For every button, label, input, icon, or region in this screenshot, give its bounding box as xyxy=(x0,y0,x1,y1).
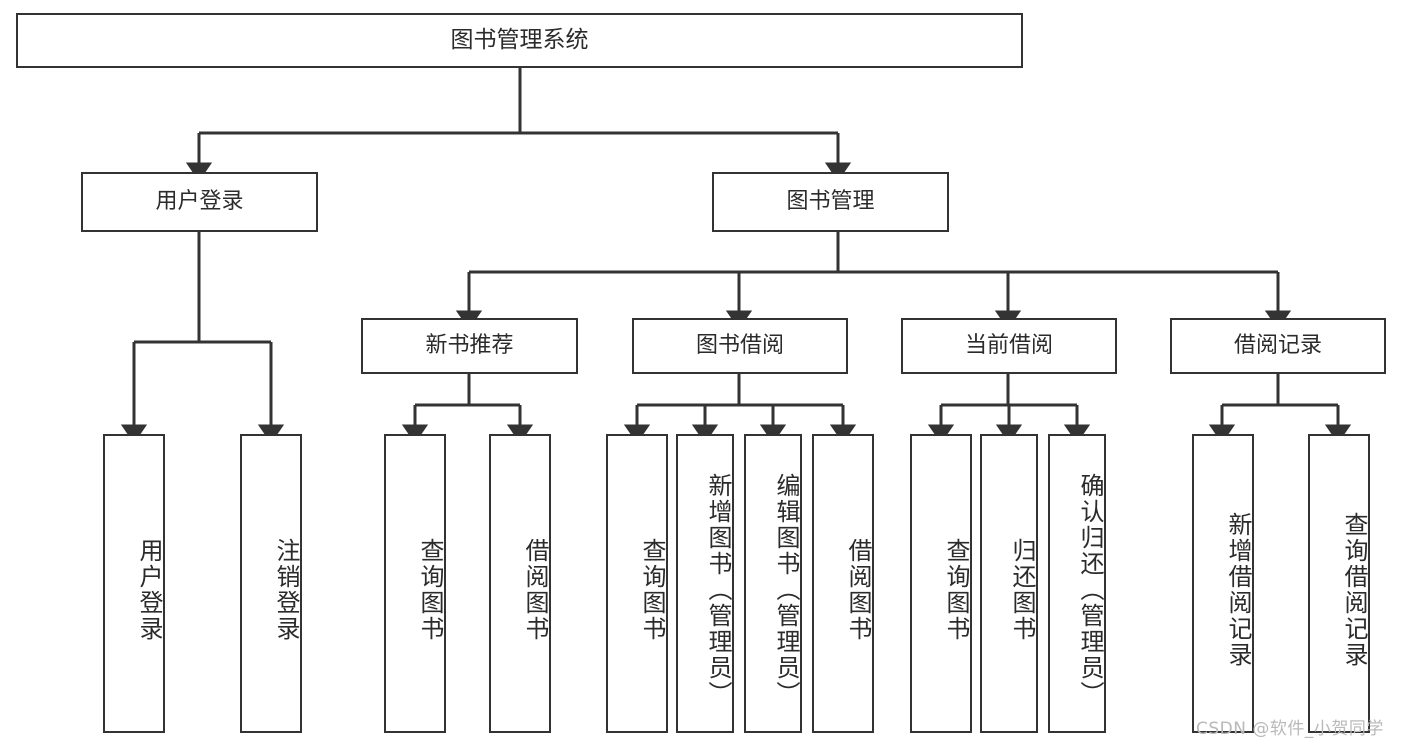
leaf-query-book-3[interactable]: 查询图书 xyxy=(910,434,972,733)
leaf-add-book-admin-label: 新增图书（管理员） xyxy=(704,472,732,707)
leaf-user-login-label: 用户登录 xyxy=(135,537,163,642)
leaf-confirm-return-admin[interactable]: 确认归还（管理员） xyxy=(1048,434,1106,733)
node-current-borrow-label: 当前借阅 xyxy=(964,333,1053,359)
leaf-borrow-book-1-label: 借阅图书 xyxy=(521,537,549,642)
node-new-book-recommend-label: 新书推荐 xyxy=(425,333,514,359)
leaf-query-book-2-label: 查询图书 xyxy=(638,537,666,642)
node-user-login[interactable]: 用户登录 xyxy=(81,172,318,232)
leaf-query-book-2[interactable]: 查询图书 xyxy=(606,434,668,733)
node-book-manage[interactable]: 图书管理 xyxy=(712,172,949,232)
leaf-return-book[interactable]: 归还图书 xyxy=(980,434,1038,733)
node-book-borrow-label: 图书借阅 xyxy=(695,333,784,359)
node-root-label: 图书管理系统 xyxy=(450,26,589,53)
leaf-borrow-book-1[interactable]: 借阅图书 xyxy=(489,434,551,733)
node-borrow-record-label: 借阅记录 xyxy=(1233,333,1322,359)
leaf-query-book-3-label: 查询图书 xyxy=(942,537,970,642)
leaf-confirm-return-admin-label: 确认归还（管理员） xyxy=(1076,472,1104,707)
leaf-user-login[interactable]: 用户登录 xyxy=(103,434,165,733)
leaf-query-borrow-record-label: 查询借阅记录 xyxy=(1340,511,1368,668)
leaf-logout-login[interactable]: 注销登录 xyxy=(240,434,302,733)
leaf-query-book-1-label: 查询图书 xyxy=(416,537,444,642)
node-book-borrow[interactable]: 图书借阅 xyxy=(632,318,848,374)
leaf-borrow-book-2-label: 借阅图书 xyxy=(844,537,872,642)
node-book-manage-label: 图书管理 xyxy=(786,189,875,215)
leaf-add-borrow-record[interactable]: 新增借阅记录 xyxy=(1192,434,1254,733)
node-user-login-label: 用户登录 xyxy=(155,189,244,215)
leaf-add-borrow-record-label: 新增借阅记录 xyxy=(1224,511,1252,668)
node-borrow-record[interactable]: 借阅记录 xyxy=(1170,318,1386,374)
leaf-return-book-label: 归还图书 xyxy=(1008,537,1036,642)
leaf-add-book-admin[interactable]: 新增图书（管理员） xyxy=(676,434,734,733)
node-current-borrow[interactable]: 当前借阅 xyxy=(901,318,1117,374)
leaf-edit-book-admin[interactable]: 编辑图书（管理员） xyxy=(744,434,802,733)
leaf-logout-login-label: 注销登录 xyxy=(272,537,300,642)
watermark: CSDN @软件_小贺同学 xyxy=(1196,719,1384,739)
leaf-edit-book-admin-label: 编辑图书（管理员） xyxy=(772,472,800,707)
node-new-book-recommend[interactable]: 新书推荐 xyxy=(361,318,578,374)
node-root[interactable]: 图书管理系统 xyxy=(16,13,1023,68)
leaf-query-book-1[interactable]: 查询图书 xyxy=(384,434,446,733)
leaf-query-borrow-record[interactable]: 查询借阅记录 xyxy=(1308,434,1370,733)
leaf-borrow-book-2[interactable]: 借阅图书 xyxy=(812,434,874,733)
